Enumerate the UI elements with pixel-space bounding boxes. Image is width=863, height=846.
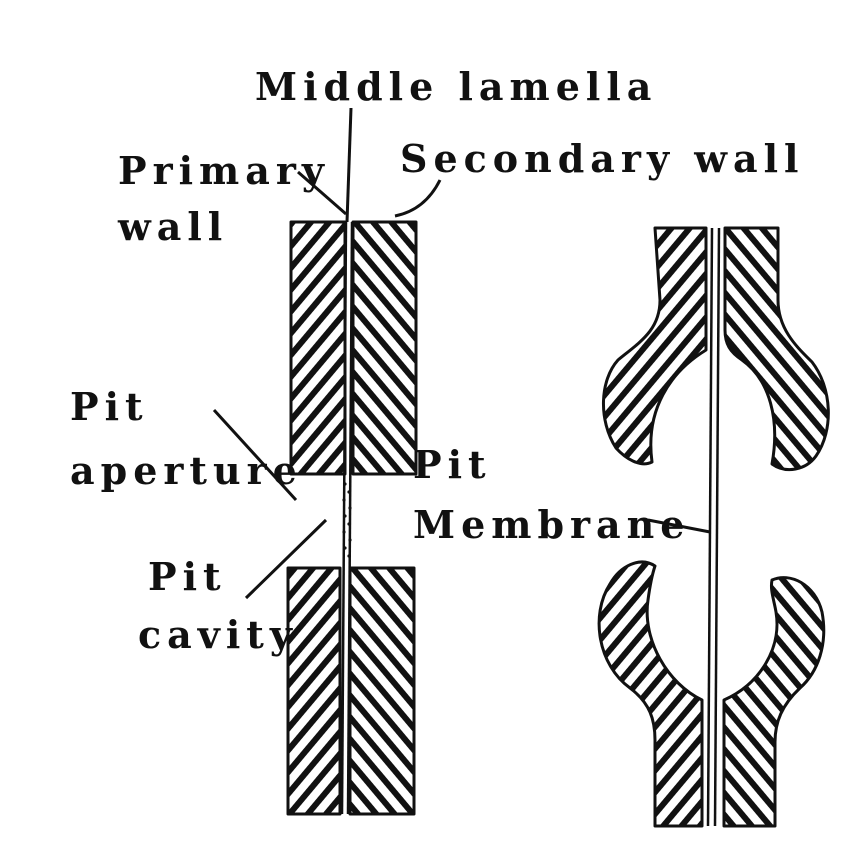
bordered-membrane-line-right [715,228,719,826]
leader-middle-lamella [347,108,351,222]
lower-left-border [599,562,702,826]
bordered-membrane-line-left [708,228,712,826]
upper-right-wall [353,222,416,474]
label-pit-aperture-line1: Pit [70,384,149,429]
lower-right-border [724,578,824,826]
upper-left-border [603,228,706,464]
label-secondary-wall: Secondary wall [400,136,804,181]
label-primary-wall-line2: wall [117,204,228,249]
label-pit-cavity-line1: Pit [148,554,227,599]
label-pit-membrane-line1: Pit [413,442,492,487]
simple-pit-pair [288,222,416,814]
lower-left-wall [288,568,340,814]
label-pit-cavity-line2: cavity [138,612,298,657]
label-middle-lamella: Middle lamella [255,64,657,109]
label-pit-aperture-line2: aperture [70,448,303,493]
leader-secondary-wall [395,180,440,216]
upper-left-wall [291,222,345,474]
lower-right-wall [350,568,414,814]
label-pit-membrane-line2: Membrane [413,502,690,547]
upper-right-border [725,228,828,470]
label-primary-wall-line1: Primary [118,148,330,193]
